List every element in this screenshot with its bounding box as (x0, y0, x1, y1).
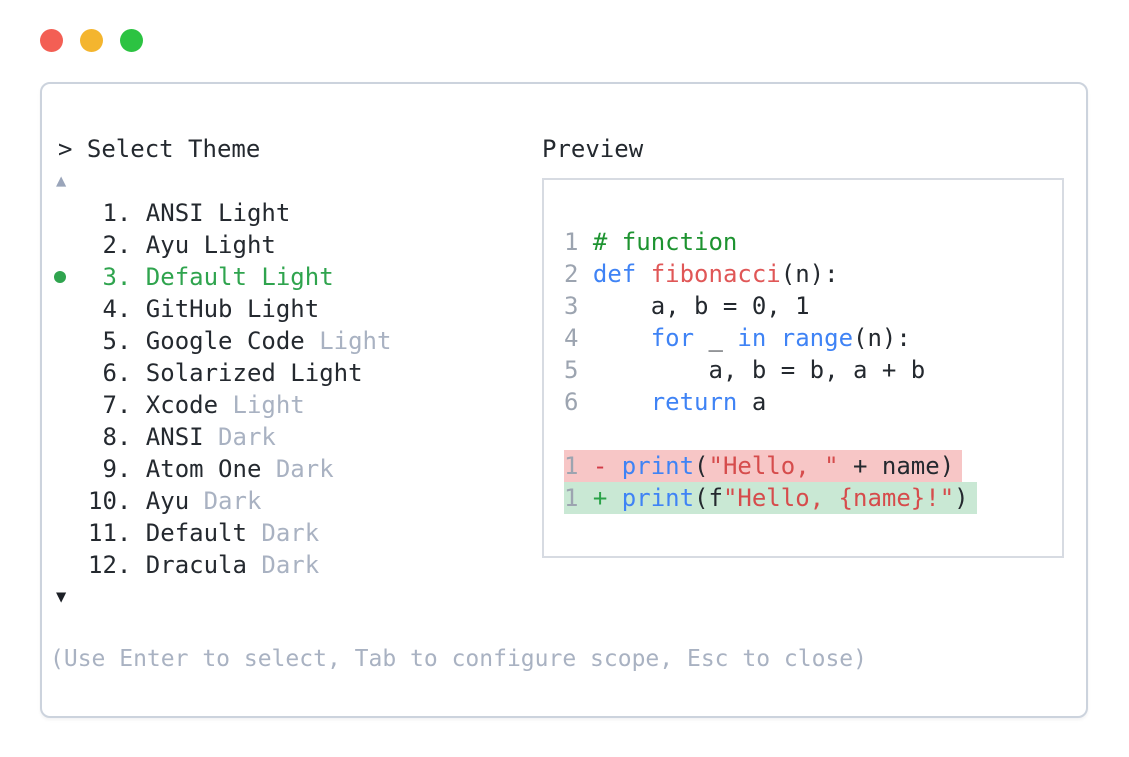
theme-variant: Dark (203, 487, 262, 515)
theme-variant: Dark (218, 423, 276, 451)
zoom-button[interactable] (120, 29, 143, 52)
preview-column: Preview 1 # function 2 def fibonacci(n): 3… (526, 133, 1064, 613)
scroll-down-icon[interactable]: ▼ (56, 587, 67, 607)
theme-name: Default (145, 519, 247, 547)
theme-variant: Light (290, 359, 363, 387)
theme-variant: Light (319, 327, 392, 355)
theme-number: 11. (88, 519, 132, 547)
theme-number: 1. (102, 199, 132, 227)
theme-number: 6. (102, 359, 132, 387)
theme-variant: Light (261, 263, 334, 291)
theme-number: 9. (102, 455, 132, 483)
theme-list-item[interactable]: 7. Xcode Light (54, 389, 526, 421)
select-theme-prompt: > Select Theme (58, 135, 261, 163)
theme-number: 4. (102, 295, 132, 323)
theme-list-item[interactable]: 1. ANSI Light (54, 197, 526, 229)
keyboard-hint: (Use Enter to select, Tab to configure s… (50, 646, 867, 672)
scroll-up-icon[interactable]: ▲ (56, 171, 67, 191)
theme-number: 12. (88, 551, 132, 579)
code-line: 5 a, b = b, a + b (564, 356, 926, 384)
theme-list-item[interactable]: 6. Solarized Light (54, 357, 526, 389)
code-line (564, 418, 1062, 450)
theme-variant: Light (203, 231, 276, 259)
line-number: 4 (564, 324, 579, 352)
diff-line-added: 1 + print(f"Hello, {name}!") (564, 482, 1062, 514)
code-line: 2 def fibonacci(n): (564, 260, 839, 288)
theme-name: Ayu (145, 487, 190, 515)
theme-variant: Dark (261, 519, 320, 547)
theme-name: Atom One (145, 455, 262, 483)
theme-name: ANSI (145, 423, 204, 451)
theme-list-item[interactable]: 11. Default Dark (54, 517, 526, 549)
close-button[interactable] (40, 29, 63, 52)
theme-name: Dracula (145, 551, 247, 579)
line-number: 5 (564, 356, 579, 384)
theme-variant: Light (246, 295, 320, 323)
theme-variant: Dark (261, 551, 320, 579)
diff-line-removed: 1 - print("Hello, " + name) (564, 450, 1062, 482)
code-line: 1 # function (564, 228, 738, 256)
preview-title: Preview (542, 135, 644, 163)
line-number: 1 (564, 228, 579, 256)
theme-name: Ayu (145, 231, 190, 259)
code-line: 3 a, b = 0, 1 (564, 292, 810, 320)
theme-list-item[interactable]: 10. Ayu Dark (54, 485, 526, 517)
theme-name: Solarized (145, 359, 276, 387)
code-line: 4 for _ in range(n): (564, 324, 911, 352)
theme-list-item[interactable]: 12. Dracula Dark (54, 549, 526, 581)
theme-name: ANSI (145, 199, 204, 227)
theme-number: 10. (88, 487, 132, 515)
window-controls (40, 29, 143, 52)
theme-number: 3. (102, 263, 132, 291)
theme-name: GitHub (145, 295, 233, 323)
preview-box: 1 # function 2 def fibonacci(n): 3 a, b = … (542, 178, 1064, 558)
line-number: 1 (564, 484, 579, 512)
theme-list-item[interactable]: 3. Default Light (54, 261, 526, 293)
theme-number: 5. (102, 327, 132, 355)
line-number: 6 (564, 388, 579, 416)
line-number: 1 (564, 452, 579, 480)
selected-theme-dot-icon (54, 271, 66, 283)
minimize-button[interactable] (80, 29, 103, 52)
theme-name: Xcode (145, 391, 219, 419)
theme-list-item[interactable]: 5. Google Code Light (54, 325, 526, 357)
theme-list-item[interactable]: 2. Ayu Light (54, 229, 526, 261)
theme-variant: Light (218, 199, 291, 227)
line-number: 3 (564, 292, 579, 320)
theme-number: 8. (102, 423, 132, 451)
theme-number: 2. (102, 231, 132, 259)
line-number: 2 (564, 260, 579, 288)
code-preview: 1 # function 2 def fibonacci(n): 3 a, b = … (564, 226, 1062, 514)
theme-list-item[interactable]: 4. GitHub Light (54, 293, 526, 325)
theme-variant: Light (232, 391, 305, 419)
diff-minus-sign: - (592, 452, 608, 480)
diff-plus-sign: + (592, 484, 608, 512)
theme-name: Google Code (145, 327, 305, 355)
theme-number: 7. (102, 391, 132, 419)
theme-list-item[interactable]: 9. Atom One Dark (54, 453, 526, 485)
theme-variant: Dark (275, 455, 334, 483)
theme-name: Default (145, 263, 247, 291)
theme-list-item[interactable]: 8. ANSI Dark (54, 421, 526, 453)
code-line: 6 return a (564, 388, 767, 416)
